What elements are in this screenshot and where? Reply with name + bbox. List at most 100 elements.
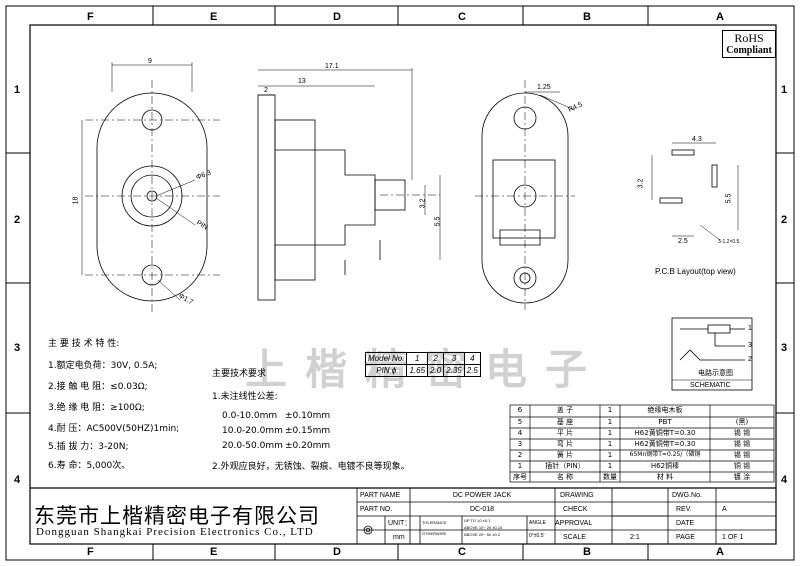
front-view <box>81 62 220 315</box>
col-label-b: B <box>583 11 591 23</box>
col-label-b-bottom: B <box>583 546 591 558</box>
table-cell: 4 <box>463 352 481 365</box>
spec-item: 4.耐 压：AC500V(50HZ)1min; <box>48 424 180 434</box>
company-name-cn: 东莞市上楷精密电子有限公司 <box>34 504 320 528</box>
spec-item: 5.插 拔 力：3-20N; <box>48 442 129 452</box>
schematic-caption-en: SCHEMATIC <box>690 382 731 389</box>
bom-cell: 1 <box>607 440 613 448</box>
tolerance-value: ±0.10mm <box>285 411 331 421</box>
bom-header-cell: 材 料 <box>656 473 674 481</box>
dim-side-h2: 5.5 <box>434 216 442 227</box>
dim-side-overall: 17.1 <box>325 63 339 70</box>
bom-cell: 插针（PIN） <box>545 462 585 470</box>
tolerance-range: 0.0-10.0mm <box>222 411 278 421</box>
row-label-3: 3 <box>14 342 21 354</box>
model-table: Model No. 1 2 3 4 PIN ϕ 1.65 2.0 2.35 2.… <box>364 352 481 377</box>
rohs-compliant-label: Compliant <box>726 45 772 56</box>
table-cell: 2.0 <box>427 364 445 377</box>
bom-cell: PBT <box>658 418 672 426</box>
bom-cell: 1 <box>607 451 613 459</box>
otherwise-label: OTHERWISE <box>422 531 447 536</box>
table-cell: Model No. <box>364 352 408 365</box>
bom-header-cell: 镀 涂 <box>733 473 751 481</box>
table-cell: 3 <box>443 352 465 365</box>
dim-front-width: 9 <box>148 58 152 65</box>
spec-item: 3.绝 缘 电 阻：≥100Ω; <box>48 403 145 413</box>
row-label-2: 2 <box>14 214 21 226</box>
part-no-value: DC-018 <box>469 506 495 513</box>
col-label-a-bottom: A <box>716 546 724 558</box>
model-table-header: Model No. 1 2 3 4 <box>364 352 481 365</box>
tolerance-line: ABOVE 20~ 50 ±0.2 <box>464 532 501 537</box>
dwg-no-label: DWG.No. <box>672 492 702 499</box>
bom-cell: 弯 片 <box>556 440 574 448</box>
bom-cell: 1 <box>607 429 613 437</box>
pcb-layout <box>651 142 739 241</box>
row-label-3-right: 3 <box>781 342 788 354</box>
angle-label: ANGLE <box>529 520 546 526</box>
date-label: DATE <box>676 520 695 527</box>
table-cell: PIN ϕ <box>364 364 408 377</box>
company-name-en: Dongguan Shangkai Precision Electronics … <box>36 526 314 538</box>
bom-cell: H62铜棒 <box>650 462 680 470</box>
page-value: 1 OF 1 <box>722 534 744 541</box>
bom-cell: 65Mn钢带T=0.25/（磷铜 <box>629 451 701 458</box>
bom-cell: 铜 锡 <box>733 462 751 470</box>
dim-pcb-slot: 3-1.2×0.5 <box>718 239 740 245</box>
tolerance-title: 1.未注线性公差: <box>212 392 278 402</box>
page-label: PAGE <box>676 534 695 541</box>
tolerance-line: ABOVE 10~ 20 ±0.15 <box>464 525 503 530</box>
table-cell: 1.65 <box>406 364 429 377</box>
col-label-e: E <box>210 11 218 23</box>
bom-cell: 1 <box>517 462 523 470</box>
col-label-e-bottom: E <box>210 546 218 558</box>
title-block-grid <box>30 487 776 544</box>
dim-side-body: 13 <box>298 78 306 85</box>
dim-front-height: 18 <box>72 196 80 205</box>
rear-view <box>475 80 576 310</box>
col-label-c: C <box>458 11 466 23</box>
bom-cell: 锡 锡 <box>733 451 751 459</box>
schematic-pin-label: 1 <box>748 325 752 332</box>
dim-pcb-h1: 3.2 <box>637 178 645 189</box>
bom-cell: 绝缘电木板 <box>647 406 683 414</box>
table-cell: 2 <box>427 352 445 365</box>
side-view <box>257 68 441 301</box>
bom-cell: (黑) <box>735 418 749 426</box>
dim-side-flange: 2 <box>264 87 268 94</box>
tolerance-label: TOLERANCE <box>422 520 447 525</box>
rohs-label: RoHS <box>734 31 764 45</box>
requirements-title: 主要技术要求 <box>212 369 267 379</box>
bom-cell: 簧 片 <box>556 451 574 459</box>
spec-item: 2.接 触 电 阻：≤0.03Ω; <box>48 382 148 392</box>
row-label-2-right: 2 <box>781 214 788 226</box>
bom-cell: 6 <box>517 406 523 414</box>
bom-header-cell: 名 称 <box>556 473 574 481</box>
bom-cell: 锡 锡 <box>733 440 751 448</box>
bom-cell: 锡 锡 <box>733 429 751 437</box>
table-cell: 2.5 <box>463 364 481 377</box>
schematic-box <box>671 317 753 391</box>
row-label-4-right: 4 <box>781 474 788 486</box>
dim-rear-top: 1.25 <box>537 84 551 91</box>
outer-frame <box>5 5 795 561</box>
inner-frame <box>29 24 777 545</box>
approval-label: APPROVAL <box>555 520 593 527</box>
dim-side-h1: 3.2 <box>419 198 427 209</box>
row-label-4: 4 <box>14 474 21 486</box>
schematic-pin-label: 3 <box>748 342 752 349</box>
row-label-1-right: 1 <box>781 84 788 96</box>
bom-cell: 1 <box>607 406 613 414</box>
bom-cell: 5 <box>517 418 523 426</box>
bom-cell: 盖 子 <box>556 406 574 414</box>
col-label-f: F <box>87 11 94 23</box>
table-cell: 1 <box>406 352 429 365</box>
bom-cell: 基 座 <box>556 418 574 426</box>
tolerance-range: 10.0-20.0mm <box>222 426 283 436</box>
bom-cell: H62黄铜带T=0.30 <box>634 429 696 437</box>
model-table-row: PIN ϕ 1.65 2.0 2.35 2.5 <box>364 364 481 377</box>
bom-cell: 2 <box>517 451 523 459</box>
bom-cell: 4 <box>517 429 523 437</box>
tolerance-range: 20.0-50.0mm <box>222 441 283 451</box>
